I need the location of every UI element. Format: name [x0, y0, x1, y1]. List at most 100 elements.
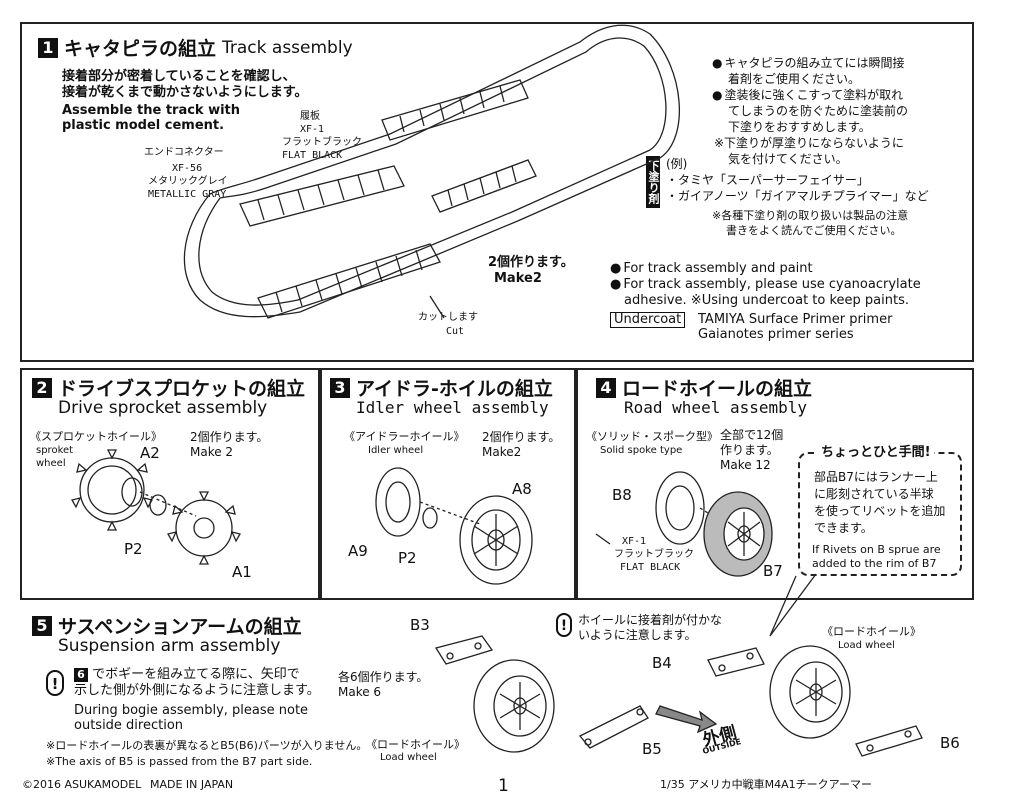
section-5-header: 5 サスペンションアームの組立	[32, 612, 302, 639]
idler-hub-a9	[375, 467, 421, 537]
title-jp: ドライブスプロケットの組立	[58, 378, 306, 400]
title-en: Road wheel assembly	[624, 398, 808, 417]
title-jp: キャタピラの組立	[64, 38, 217, 60]
road-en-right: Load wheel	[838, 640, 895, 651]
make2-jp: 2個作ります。	[488, 255, 574, 270]
road-wheel-right	[769, 645, 851, 739]
section-2-header: 2 ドライブスプロケットの組立	[32, 374, 305, 401]
label-b5: B5	[642, 740, 662, 758]
label-b7: B7	[763, 562, 783, 580]
warn-jp-0: 6 でボギーを組み立てる際に、矢印で	[74, 668, 300, 682]
road-label-right: 《ロードホイール》	[822, 625, 921, 638]
note-text: 塗装後に強くこすって塗料が取れ	[724, 88, 904, 102]
label-b8: B8	[612, 486, 632, 504]
road-wheel-left	[473, 659, 555, 753]
label-p2: P2	[398, 549, 417, 567]
note-jp-5: ※下塗りが厚塗りにならないように	[714, 136, 904, 150]
tip-pointer	[769, 573, 817, 637]
section-3-panel	[320, 368, 576, 600]
paint-1: フラットブラック	[614, 549, 694, 560]
arm-b6	[855, 725, 923, 757]
make-jp2: 作ります。	[720, 443, 779, 457]
primer-0: TAMIYA Surface Primer primer	[698, 312, 893, 327]
care-0: ※各種下塗り剤の取り扱いは製品の注意	[712, 209, 909, 222]
label-a1: A1	[232, 563, 252, 581]
title-jp: アイドラ-ホイルの組立	[356, 378, 553, 400]
tip-jp-3: できます。	[814, 521, 873, 535]
section-4-header: 4 ロードホイールの組立	[596, 374, 812, 401]
make2-en: Make2	[494, 271, 542, 286]
page-number: 1	[498, 776, 509, 796]
foot-en: ※The axis of B5 is passed from the B7 pa…	[46, 755, 313, 768]
note-text: キャタピラの組み立てには瞬間接	[724, 56, 905, 70]
paint1-0: 履板	[300, 111, 320, 122]
note-jp-6: 気を付けてください。	[728, 152, 848, 166]
title-en: Idler wheel assembly	[356, 398, 549, 417]
make-jp: 2個作ります。	[190, 430, 269, 444]
bullet-icon	[610, 277, 623, 292]
make-en: Make 6	[338, 685, 382, 699]
section-2-panel	[20, 368, 320, 600]
section-3-header: 3 アイドラ-ホイルの組立	[330, 374, 553, 401]
glue-warn-1: いように注意します。	[578, 628, 697, 642]
bullet-icon	[712, 56, 724, 70]
step-number-6: 6	[74, 668, 88, 682]
paint1-3: FLAT BLACK	[282, 150, 343, 161]
part-label: 《ソリッド・スポーク型》	[586, 430, 718, 443]
part-label: 《スプロケットホイール》	[30, 430, 162, 443]
note-jp-4: 下塗りをおすすめします。	[728, 120, 871, 134]
tip-en-1: added to the rim of B7	[812, 557, 937, 570]
arm-b4	[707, 647, 765, 677]
bullet-icon	[610, 261, 623, 276]
track-links-upper	[239, 79, 537, 319]
step-number: 3	[330, 377, 350, 398]
label-a2: A2	[140, 444, 160, 462]
cut-jp: カットします	[418, 312, 478, 323]
warning-icon: !	[556, 613, 572, 637]
step-number: 2	[32, 377, 52, 398]
part-en: Idler wheel	[368, 445, 424, 456]
tip-jp-1: に彫刻されている半球	[814, 487, 934, 501]
section-4-panel	[576, 368, 974, 600]
primer-1: Gaianotes primer series	[698, 327, 854, 342]
make-jp: 2個作ります。	[482, 430, 561, 444]
note-jp-1: 着剤をご使用ください。	[728, 72, 861, 86]
make-jp: 全部で12個	[720, 428, 784, 442]
part-en-0: sproket	[36, 445, 74, 456]
make-jp: 各6個作ります。	[338, 670, 429, 684]
glue-warn-0: ホイールに接着剤が付かな	[578, 613, 723, 627]
spacer-p2-s3	[422, 507, 438, 529]
note-text: For track assembly, please use cyanoacry…	[623, 277, 921, 292]
tip-bubble	[798, 452, 962, 576]
note-en-2: adhesive. ※Using undercoat to keep paint…	[624, 293, 909, 308]
paint2-1: XF-56	[172, 163, 203, 174]
cut-pointer	[429, 295, 445, 319]
undercoat-tag: 下塗り剤	[646, 156, 660, 208]
part-en: Solid spoke type	[600, 445, 683, 456]
note-en-1: For track assembly, please use cyanoacry…	[610, 277, 921, 292]
road-wheel-b7	[703, 491, 773, 577]
outside-arrow-icon	[655, 705, 718, 734]
paint2-3: METALLIC GRAY	[148, 189, 227, 200]
step-number: 4	[596, 377, 616, 398]
make-en: Make 12	[720, 458, 771, 472]
example-0: (例)	[666, 157, 688, 171]
undercoat-tag-text: 下塗り剤	[647, 160, 660, 204]
section-1-header: 1 キャタピラの組立 Track assembly	[38, 34, 353, 61]
road-en-left: Load wheel	[380, 752, 437, 763]
warn-text: でボギーを組み立てる際に、矢印で	[92, 667, 300, 682]
label-b3: B3	[410, 616, 430, 634]
note-jp-0: キャタピラの組み立てには瞬間接	[712, 56, 905, 70]
inst-en-1: Assemble the track with	[62, 103, 241, 118]
title-en: Drive sprocket assembly	[58, 398, 268, 418]
make-en: Make 2	[190, 445, 234, 459]
title-en: Track assembly	[222, 37, 353, 58]
warn-en-1: outside direction	[74, 718, 184, 733]
paint2-0: エンドコネクター	[144, 147, 224, 158]
label-p2: P2	[124, 540, 143, 558]
idler-wheel-a8	[459, 495, 533, 585]
make-en: Make2	[482, 445, 522, 459]
inst-jp-2: 接着が乾くまで動かさないようにします。	[62, 85, 308, 100]
warning-icon: !	[46, 670, 64, 696]
